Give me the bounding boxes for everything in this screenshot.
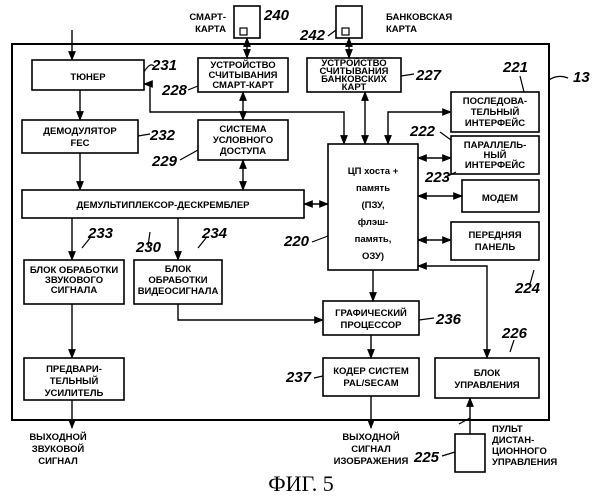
smart-card-ref: 240 (263, 7, 290, 24)
preamp-label-line1: ПРЕДВАРИ- (46, 364, 102, 375)
bank-card: БАНКОВСКАЯ КАРТА 242 (299, 6, 452, 44)
gpu-ref: 236 (435, 311, 462, 328)
cpu-label-line4: флэш- (358, 217, 388, 228)
video-out-label-line1: ВЫХОДНОЙ (342, 431, 400, 443)
demod-ref: 232 (149, 127, 176, 144)
video-out-label-line3: ИЗОБРАЖЕНИЯ (334, 456, 409, 467)
audio-out-label-line3: СИГНАЛ (38, 456, 78, 467)
system-ref-leader (549, 76, 568, 80)
serial-label-line3: ИНТЕРФЕЙС (465, 117, 525, 129)
encoder-box (323, 358, 419, 396)
bank-card-label-line1: БАНКОВСКАЯ (386, 12, 452, 23)
cpu-label-line5: память, (355, 234, 392, 245)
smart-reader-ref-leader (188, 86, 198, 90)
demod-ref-leader (138, 134, 150, 136)
encoder-ref: 237 (285, 369, 312, 386)
figure-caption: ФИГ. 5 (268, 471, 334, 496)
demod-label-line2: FEC (71, 138, 90, 149)
serial-ref: 221 (502, 59, 528, 76)
audio-out-label-line1: ВЫХОДНОЙ (29, 431, 87, 443)
bank-card-label-line2: КАРТА (386, 24, 417, 35)
gpu-label-line1: ГРАФИЧЕСКИЙ (335, 307, 407, 319)
encoder-label-line2: PAL/SECAM (343, 378, 398, 389)
system-ref: 13 (573, 69, 590, 86)
remote-label-line1: ПУЛЬТ (492, 424, 523, 435)
audio-proc-label-line3: СИГНАЛА (51, 285, 98, 296)
control-ref: 226 (501, 325, 528, 342)
parallel-ref-leader (440, 132, 451, 140)
remote-label-line4: УПРАВЛЕНИЯ (492, 457, 557, 468)
smart-card-label-line2: КАРТА (195, 24, 226, 35)
output-labels: ВЫХОДНОЙЗВУКОВОЙСИГНАЛВЫХОДНОЙСИГНАЛИЗОБ… (29, 424, 557, 468)
cond-access-ref-leader (180, 150, 198, 160)
cpu-ref: 220 (283, 233, 310, 250)
remote-control (455, 418, 485, 472)
tuner-ref: 231 (151, 57, 177, 74)
front-panel-label-line1: ПЕРЕДНЯЯ (468, 230, 521, 241)
modem-label-line1: МОДЕМ (482, 193, 518, 204)
demod-label-line1: ДЕМОДУЛЯТОР (43, 126, 117, 137)
video-out-label-line2: СИГНАЛ (351, 444, 391, 455)
encoder-label-line1: КОДЕР СИСТЕМ (333, 366, 409, 377)
remote-ref-leader (442, 452, 455, 456)
demux-ref: 230 (135, 239, 162, 256)
remote-label-line3: ЦИОННОГО (492, 446, 547, 457)
bank-card-ref-leader (328, 30, 336, 36)
cond-access-label-line3: ДОСТУПА (220, 146, 266, 157)
gpu-ref-leader (419, 318, 434, 320)
serial-label-line1: ПОСЛЕДОВА- (463, 96, 527, 107)
preamp-label-line2: ТЕЛЬНЫЙ (50, 375, 99, 387)
cond-access-ref: 229 (151, 153, 178, 170)
control-label-line2: УПРАВЛЕНИЯ (454, 380, 519, 391)
front-panel-ref: 224 (514, 280, 541, 297)
video-proc-label-line3: ВИДЕОСИГНАЛА (138, 286, 219, 297)
remote-ref: 225 (413, 449, 440, 466)
serial-label-line2: ТЕЛЬНЫЙ (471, 106, 520, 118)
preamp-label-line3: УСИЛИТЕЛЬ (45, 388, 104, 399)
bank-card-ref: 242 (299, 27, 326, 44)
bank-reader-label-line4: КАРТ (342, 82, 367, 93)
audio-proc-ref: 233 (87, 225, 114, 242)
cond-access-label-line1: СИСТЕМА (219, 124, 266, 135)
video-proc-label-line1: БЛОК (165, 264, 192, 275)
cpu-label-line1: ЦП хоста + (348, 166, 399, 177)
video-to-gpu-line (178, 304, 323, 320)
parallel-ref: 222 (409, 123, 436, 140)
front-panel-label-line2: ПАНЕЛЬ (475, 242, 516, 253)
modem-ref: 223 (424, 169, 451, 186)
control-label-line1: БЛОК (474, 368, 501, 379)
video-proc-ref: 234 (201, 225, 228, 242)
gpu-label-line2: ПРОЦЕССОР (341, 320, 403, 331)
smart-reader-ref: 228 (161, 82, 188, 99)
front-panel-box (451, 222, 539, 260)
cond-access-label-line2: УСЛОВНОГО (213, 135, 273, 146)
smart-card: СМАРТ- КАРТА 240 (189, 6, 289, 38)
bank-reader-ref: 227 (415, 67, 442, 84)
cpu-label-line2: память (356, 183, 390, 194)
bank-reader-ref-leader (401, 74, 414, 76)
smart-card-label-line1: СМАРТ- (189, 12, 226, 23)
remote-label-line2: ДИСТАН- (492, 435, 534, 446)
parallel-label-line3: ИНТЕРФЕЙС (465, 159, 525, 171)
cpu-label-line3: (ПЗУ, (361, 200, 384, 211)
smart-reader-label-line3: СМАРТ-КАРТ (212, 80, 274, 91)
audio-out-label-line2: ЗВУКОВОЙ (32, 443, 85, 455)
serial-ref-leader (520, 76, 524, 92)
cpu-label-line6: ОЗУ) (362, 251, 384, 262)
video-proc-label-line2: ОБРАБОТКИ (148, 275, 207, 286)
cpu-ref-leader (312, 236, 328, 242)
demux-label-line1: ДЕМУЛЬТИПЛЕКСОР-ДЕСКРЕМБЛЕР (76, 200, 250, 211)
tuner-label-line1: ТЮНЕР (70, 72, 106, 83)
encoder-ref-leader (314, 376, 323, 378)
